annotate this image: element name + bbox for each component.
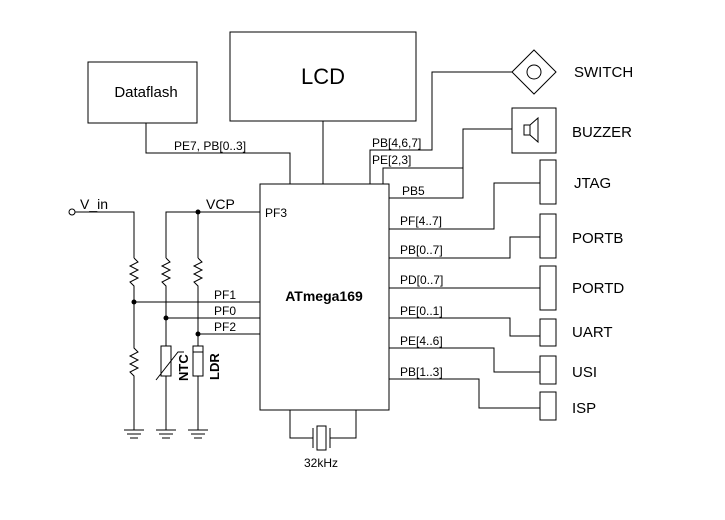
pin-label-pb5: PB5 xyxy=(402,184,425,198)
peripheral-label-portb: PORTB xyxy=(572,230,623,247)
portd-connection: PD[0..7] PORTD xyxy=(389,265,624,311)
resistor-icon xyxy=(192,257,204,334)
buzzer-icon xyxy=(511,107,557,154)
pin-label-pf3: PF3 xyxy=(265,206,287,220)
vin-label: V_in xyxy=(80,196,108,212)
pin-label-pf2: PF2 xyxy=(214,320,236,334)
jtag-connection: PF[4..7] JTAG xyxy=(389,159,611,230)
mcu-block: ATmega169 xyxy=(259,183,390,411)
switch-icon xyxy=(511,49,557,95)
dataflash-connection: PE7, PB[0..3] xyxy=(145,123,291,184)
peripheral-label-switch: SWITCH xyxy=(574,64,633,81)
uart-connection: PE[0..1] UART xyxy=(389,304,613,347)
portd-connector xyxy=(539,265,557,311)
peripheral-label-usi: USI xyxy=(572,364,597,381)
pin-label-pf1: PF1 xyxy=(214,288,236,302)
peripheral-label-jtag: JTAG xyxy=(574,175,611,192)
peripheral-label-portd: PORTD xyxy=(572,280,624,297)
jtag-connector xyxy=(539,159,557,205)
pin-label-pb467: PB[4,6,7] xyxy=(372,136,421,150)
resistor-icon xyxy=(160,257,172,318)
dataflash-block: Dataflash xyxy=(87,61,198,124)
peripheral-label-uart: UART xyxy=(572,324,613,341)
vin-net: V_in xyxy=(68,196,135,258)
dataflash-label: Dataflash xyxy=(114,84,177,101)
pf1-connection: PF1 xyxy=(131,288,260,305)
ntc-thermistor-icon xyxy=(155,318,184,430)
switch-connection: PB[4,6,7] xyxy=(369,71,512,184)
pin-label-pf0: PF0 xyxy=(214,304,236,318)
vin-terminal-icon xyxy=(68,208,76,216)
lcd-label: LCD xyxy=(301,64,345,89)
resistor-icon xyxy=(128,257,140,302)
pin-label-pd07: PD[0..7] xyxy=(400,273,443,287)
ntc-label: NTC xyxy=(176,354,191,381)
pin-label-pe7-pb03: PE7, PB[0..3] xyxy=(174,139,246,153)
peripheral-label-isp: ISP xyxy=(572,400,596,417)
mcu-label: ATmega169 xyxy=(285,288,363,304)
pin-label-pb13: PB[1..3] xyxy=(400,365,443,379)
ground-icon xyxy=(188,429,208,439)
ground-icon xyxy=(124,429,144,439)
resistor-icon xyxy=(128,302,140,430)
ldr-label: LDR xyxy=(207,353,222,380)
pin-label-pe46: PE[4..6] xyxy=(400,334,443,348)
crystal-icon xyxy=(289,410,357,451)
uart-connector xyxy=(539,318,557,347)
portb-connector xyxy=(539,213,557,259)
usi-connection: PE[4..6] USI xyxy=(389,334,597,385)
isp-connector xyxy=(539,391,557,421)
vcp-label: VCP xyxy=(206,196,235,212)
pin-label-pe01: PE[0..1] xyxy=(400,304,443,318)
lcd-block: LCD xyxy=(229,31,417,122)
ldr-icon xyxy=(192,334,204,430)
pin-label-pb07: PB[0..7] xyxy=(400,243,443,257)
portb-connection: PB[0..7] PORTB xyxy=(389,213,623,259)
pin-label-pf47: PF[4..7] xyxy=(400,214,442,228)
usi-connector xyxy=(539,355,557,385)
pf0-connection: PF0 xyxy=(163,304,260,321)
pin-label-pe23: PE[2,3] xyxy=(372,153,411,167)
vcp-net: VCP PF3 xyxy=(165,196,287,258)
pb5-connection: PB5 xyxy=(389,129,464,199)
junction-dot xyxy=(195,209,201,215)
peripheral-label-buzzer: BUZZER xyxy=(572,124,632,141)
pf2-connection: PF2 xyxy=(195,320,260,337)
isp-connection: PB[1..3] ISP xyxy=(389,365,596,421)
crystal-label: 32kHz xyxy=(304,456,338,470)
ground-icon xyxy=(156,429,176,439)
